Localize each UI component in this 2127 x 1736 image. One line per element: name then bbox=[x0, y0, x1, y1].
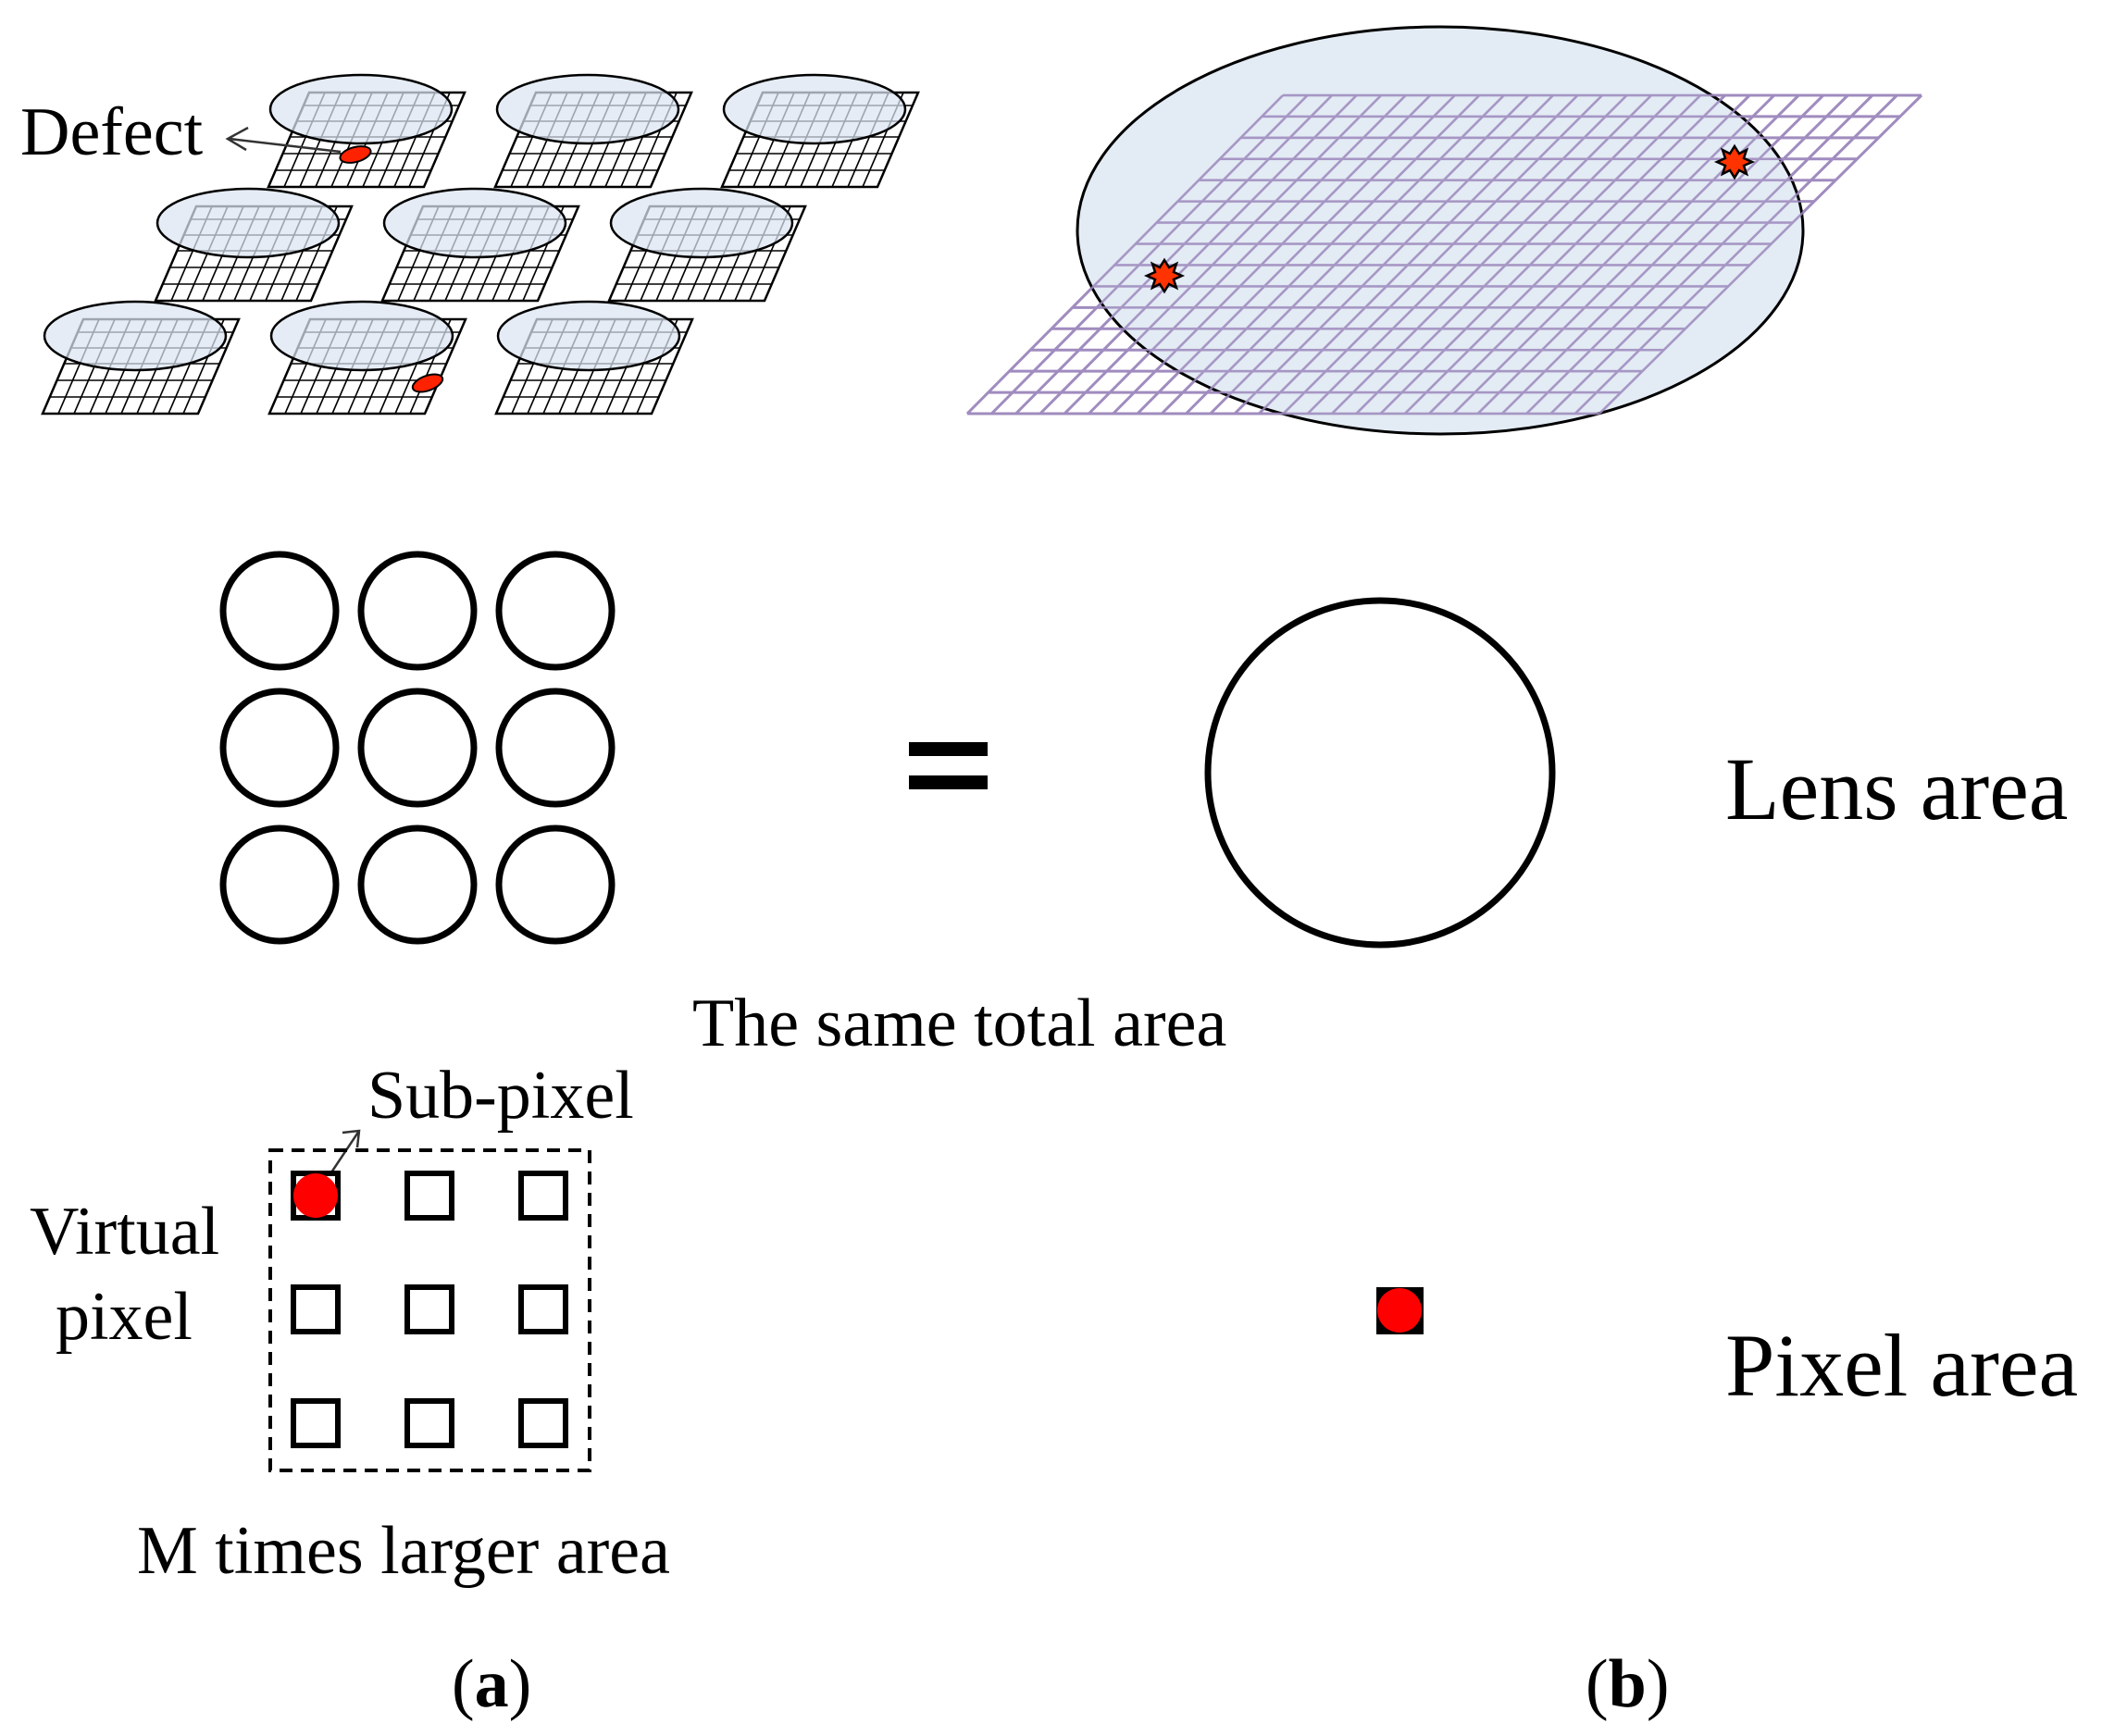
equals-sign-icon bbox=[909, 742, 988, 789]
grid-line bbox=[1088, 94, 1407, 415]
m-times-larger-label: M times larger area bbox=[137, 1513, 670, 1589]
grid-line bbox=[1452, 94, 1775, 415]
grid-line bbox=[1185, 94, 1505, 415]
grid-line bbox=[1137, 94, 1456, 415]
grid-line bbox=[1525, 94, 1849, 415]
defect-icon bbox=[1145, 258, 1184, 293]
grid-line bbox=[966, 94, 1284, 415]
defect-icon bbox=[1715, 144, 1754, 180]
grid-line bbox=[1014, 94, 1333, 415]
grid-line bbox=[1379, 94, 1702, 415]
large-lens-circle bbox=[1204, 597, 1556, 949]
grid-line bbox=[1598, 94, 1922, 415]
lens-area-label: Lens area bbox=[1725, 739, 2068, 838]
defect-label: Defect bbox=[20, 94, 204, 170]
grid-line bbox=[1428, 94, 1751, 415]
panel-label-a: (a) bbox=[452, 1646, 531, 1722]
grid-line bbox=[1501, 94, 1824, 415]
defect-arrow bbox=[225, 126, 342, 154]
large-lens bbox=[1076, 25, 1805, 436]
virtual-pixel-label-line1: Virtual bbox=[30, 1194, 219, 1270]
grid-line bbox=[990, 94, 1309, 415]
grid-line bbox=[1355, 94, 1677, 415]
grid-line bbox=[1064, 94, 1383, 415]
sub-pixel-squares bbox=[291, 1171, 568, 1448]
grid-line bbox=[1161, 94, 1481, 415]
virtual-pixel-box bbox=[268, 1148, 591, 1472]
lens-tile bbox=[607, 187, 807, 303]
virtual-pixel-label-line2: pixel bbox=[56, 1279, 193, 1355]
panel-label-b: (b) bbox=[1586, 1646, 1669, 1722]
defect-icon bbox=[293, 1173, 338, 1218]
small-lens-circles bbox=[219, 551, 616, 945]
same-total-area-label: The same total area bbox=[692, 986, 1226, 1061]
grid-line bbox=[1549, 94, 1873, 415]
lens-tile bbox=[493, 73, 693, 189]
lens-tile bbox=[380, 187, 580, 303]
grid-line bbox=[1573, 94, 1898, 415]
svg-text:(a): (a) bbox=[452, 1646, 531, 1722]
grid-line bbox=[1039, 94, 1358, 415]
grid-line bbox=[1112, 94, 1432, 415]
lens-tile bbox=[267, 300, 467, 415]
grid-line bbox=[1403, 94, 1726, 415]
lens-tile bbox=[720, 73, 920, 189]
lens-tile bbox=[267, 73, 466, 189]
lens-tile bbox=[154, 187, 354, 303]
grid-line bbox=[1282, 94, 1603, 415]
grid-line bbox=[1476, 94, 1800, 415]
lens-tile bbox=[41, 300, 241, 415]
grid-line bbox=[1258, 94, 1579, 415]
svg-text:(b): (b) bbox=[1586, 1646, 1669, 1722]
large-pixel-grid-overlay bbox=[966, 93, 1922, 415]
grid-line bbox=[1331, 94, 1652, 415]
sub-pixel-arrow bbox=[328, 1129, 361, 1176]
grid-line bbox=[1234, 94, 1554, 415]
grid-line bbox=[1209, 94, 1530, 415]
single-pixel bbox=[1376, 1287, 1424, 1334]
defect-icon bbox=[411, 373, 444, 393]
defect-icon bbox=[339, 145, 372, 164]
lens-tile bbox=[494, 300, 694, 415]
grid-line bbox=[1306, 94, 1628, 415]
sub-pixel-label: Sub-pixel bbox=[367, 1058, 634, 1134]
pixel-area-label: Pixel area bbox=[1725, 1316, 2078, 1415]
